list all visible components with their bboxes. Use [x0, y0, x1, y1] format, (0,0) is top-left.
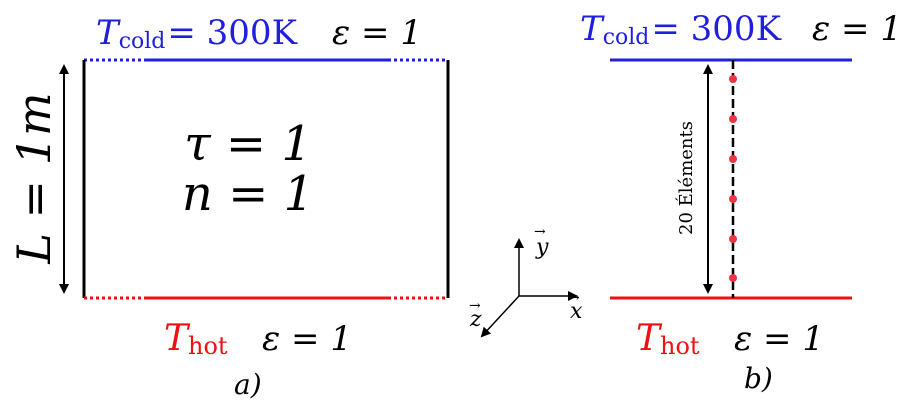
z-axis-vec: → — [469, 298, 481, 314]
mesh-node — [729, 195, 737, 203]
panel-b: Tcold= 300K ε = 1 20 Éléments Thot ε = 1… — [580, 9, 902, 395]
panel-b-bottom-label: Thot — [636, 318, 700, 360]
panel-b-top-emissivity: ε = 1 — [812, 9, 902, 49]
x-axis-vec: → — [568, 290, 580, 306]
panel-a-caption: a) — [234, 368, 262, 401]
x-axis-label: x — [570, 299, 583, 324]
panel-b-bottom-emissivity: ε = 1 — [734, 319, 824, 359]
axes-triad: y → x → z → — [469, 224, 583, 338]
panel-b-top-label: Tcold= 300K — [580, 9, 782, 50]
panel-a-bottom-label: Thot — [164, 318, 228, 360]
panel-a-bottom-emissivity: ε = 1 — [262, 319, 352, 359]
panel-b-caption: b) — [744, 362, 773, 395]
panel-a-tau-label: τ = 1 — [184, 116, 312, 172]
panel-a-n-label: n = 1 — [182, 166, 314, 222]
mesh-node — [729, 274, 737, 282]
panel-a-top-label: Tcold= 300K — [96, 13, 298, 54]
panel-a-length-label: L = 1m — [7, 92, 61, 264]
mesh-node — [729, 235, 737, 243]
panel-a: Tcold= 300K ε = 1 L = 1m τ = 1 n = 1 Tho… — [7, 13, 450, 401]
z-axis-arrow — [480, 295, 520, 338]
panel-b-elements-label: 20 Éléments — [674, 121, 697, 235]
z-axis-label: z — [469, 307, 482, 332]
panel-a-top-emissivity: ε = 1 — [332, 13, 422, 53]
y-axis-vec: → — [534, 224, 546, 240]
panel-b-nodes — [729, 75, 737, 282]
mesh-node — [729, 115, 737, 123]
mesh-node — [729, 155, 737, 163]
y-axis-label: y — [535, 235, 549, 260]
mesh-node — [729, 75, 737, 83]
